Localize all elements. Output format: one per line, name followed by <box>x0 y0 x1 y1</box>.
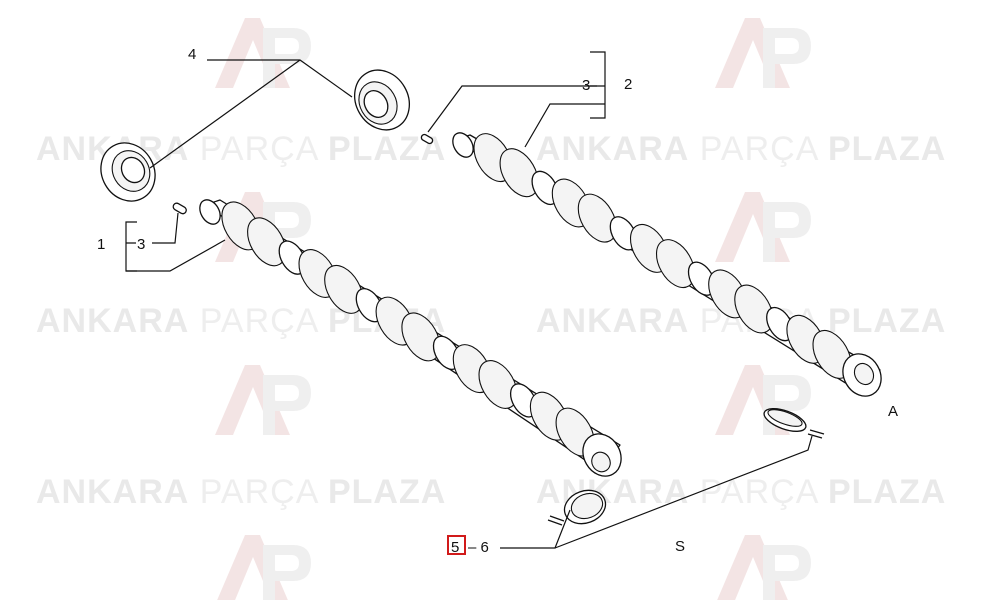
watermark-logo <box>717 535 811 600</box>
watermark-logo <box>215 365 311 435</box>
leader-lines <box>125 51 825 549</box>
seal-ring-top[interactable] <box>344 60 420 140</box>
callout-3-top: 3 <box>582 77 590 94</box>
callout-s: S <box>675 538 685 555</box>
watermark-logo <box>217 535 311 600</box>
cam-lobe <box>478 360 518 409</box>
watermark-logo <box>215 18 311 88</box>
callout-4: 4 <box>188 46 196 63</box>
cam-lobe <box>734 284 774 334</box>
callout-5: 5 <box>451 539 459 556</box>
cam-lobe <box>324 264 364 314</box>
cam-lobe <box>247 217 287 267</box>
highlight-box <box>447 535 466 555</box>
callout-3-left: 3 <box>137 236 145 253</box>
cam-lobe <box>577 193 617 243</box>
watermark-row: ANKARA PARÇA PLAZA <box>36 130 446 168</box>
sealing-plug-a[interactable] <box>761 404 809 436</box>
callout-a: A <box>888 403 898 420</box>
camshaft-exhaust[interactable] <box>449 127 889 403</box>
dowel-pin-top[interactable] <box>420 133 434 145</box>
watermark-row: ANKARA PARÇA PLAZA <box>36 473 446 511</box>
cam-lobe <box>655 239 696 289</box>
watermark-row: ANKARA PARÇA PLAZA <box>536 130 946 168</box>
callout-2: 2 <box>624 76 632 93</box>
callout-6: – 6 <box>468 539 489 556</box>
camshaft-intake[interactable] <box>196 195 629 483</box>
callouts: 4 3 2 1 3 5 – 6 A S <box>97 46 898 556</box>
seal-ring-left[interactable] <box>90 133 165 211</box>
callout-1: 1 <box>97 236 105 253</box>
dowel-pin-left[interactable] <box>172 202 188 215</box>
watermark-row: ANKARA PARÇA PLAZA <box>536 473 946 511</box>
sealing-plug-s[interactable] <box>560 485 610 529</box>
cam-lobe <box>401 312 441 362</box>
watermark-logo <box>715 18 811 88</box>
watermark-logo <box>715 192 811 262</box>
cam-lobe <box>499 148 539 198</box>
